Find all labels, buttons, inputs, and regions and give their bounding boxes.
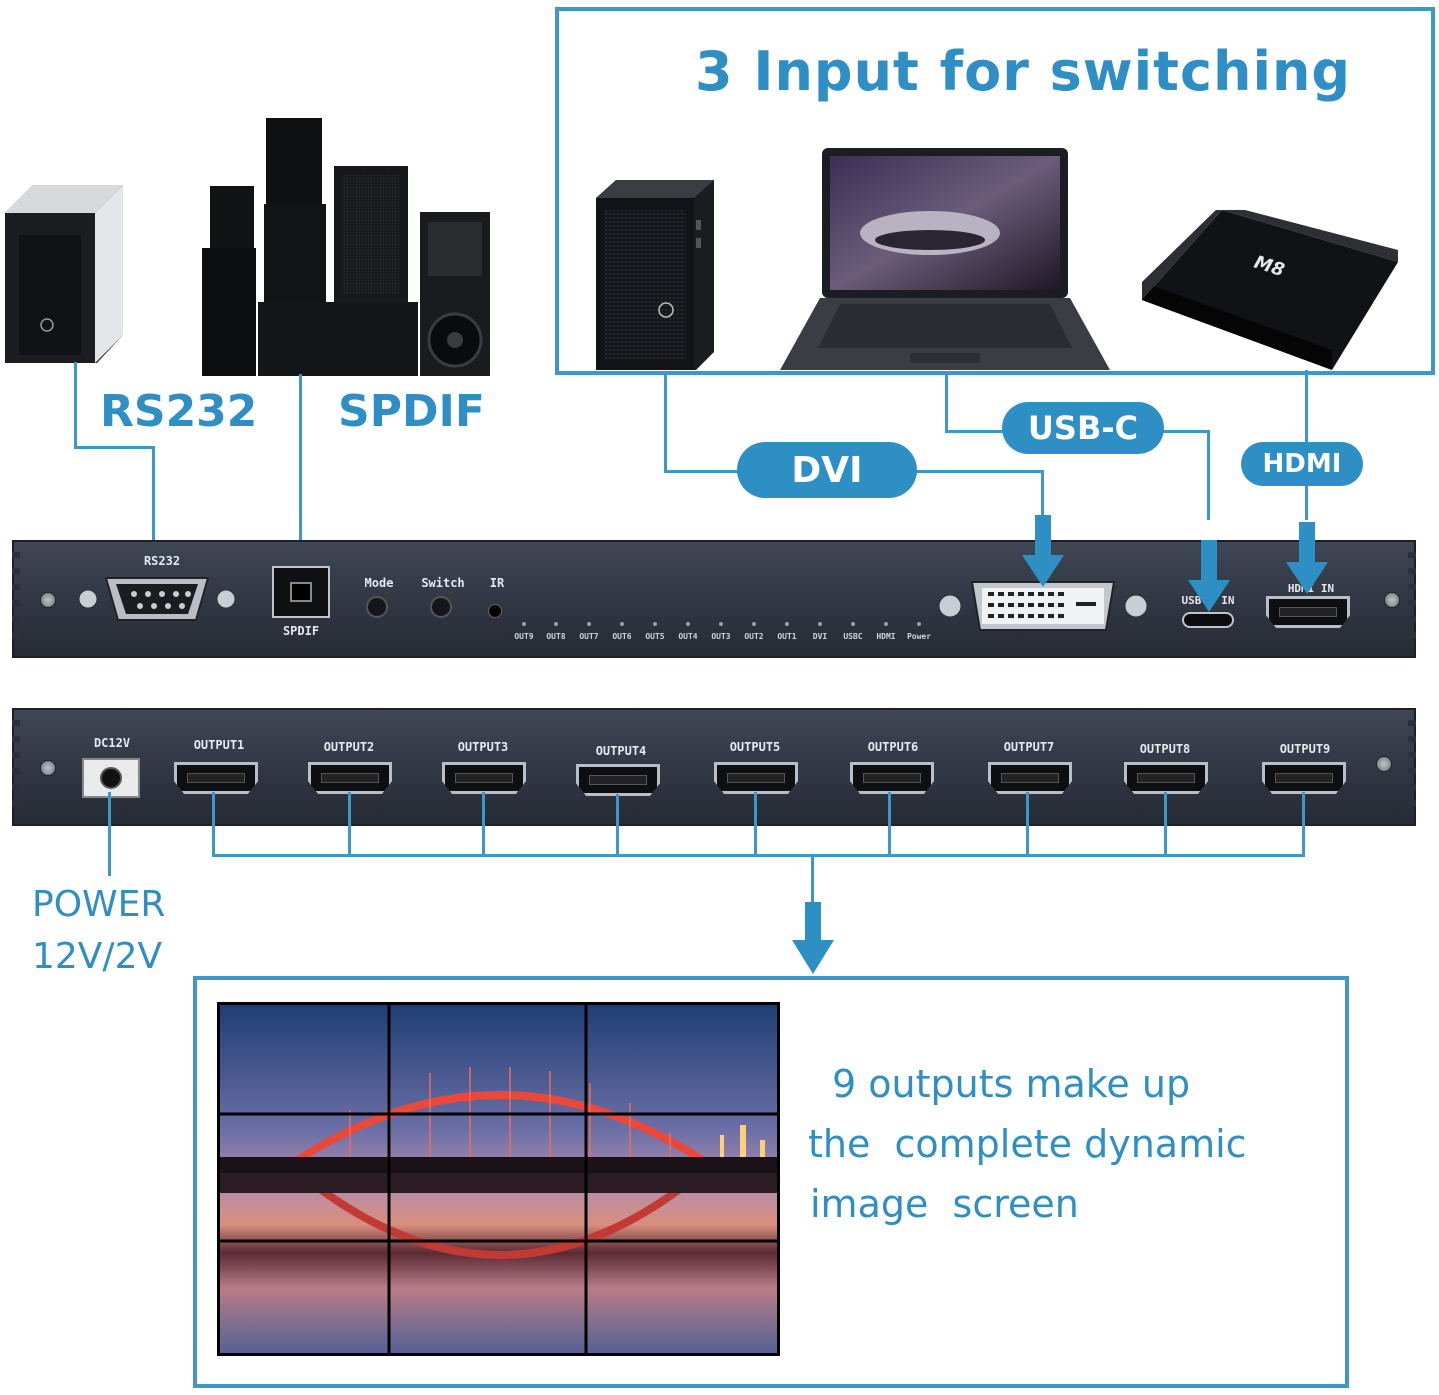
screw-icon xyxy=(40,592,56,608)
led-label: OUT9 xyxy=(514,632,534,641)
output-label: OUTPUT7 xyxy=(1003,740,1055,754)
power-label: POWER xyxy=(32,884,166,925)
output-label: OUTPUT5 xyxy=(729,740,781,754)
arrow-down-icon xyxy=(1022,515,1064,587)
usbc-pill: USB-C xyxy=(1002,402,1164,454)
hdmi-in-label: HDMI IN xyxy=(1287,582,1335,595)
speaker-system xyxy=(200,118,492,376)
led-label: OUT8 xyxy=(546,632,566,641)
hdmi-output-port[interactable] xyxy=(988,762,1072,794)
led-label: OUT2 xyxy=(744,632,764,641)
hdmi-output-port[interactable] xyxy=(442,762,526,794)
led-indicators: OUT9 OUT8 OUT7 OUT6 OUT5 OUT4 OUT3 OUT2 … xyxy=(510,622,944,648)
front-panel: RS232 SPDIF Mode Switch IR OUT9 xyxy=(12,540,1416,658)
switch-button[interactable] xyxy=(430,596,452,618)
hdmi-output-port[interactable] xyxy=(308,762,392,794)
dc-label: DC12V xyxy=(93,736,131,750)
mode-button[interactable] xyxy=(366,596,388,618)
screw-icon xyxy=(1376,756,1392,772)
rs232-port-label: RS232 xyxy=(143,554,181,568)
description-line-1: 9 outputs make up xyxy=(832,1062,1191,1106)
hdmi-output-port[interactable] xyxy=(850,762,934,794)
hdmi-output-port[interactable] xyxy=(576,764,660,796)
hdmi-output-port[interactable] xyxy=(1124,762,1208,794)
led-label: OUT6 xyxy=(612,632,632,641)
led-label: USBC xyxy=(843,632,863,641)
video-wall-image xyxy=(217,1002,780,1356)
led-label: HDMI xyxy=(876,632,896,641)
arrow-down-icon xyxy=(792,902,834,974)
rs232-port[interactable] xyxy=(76,572,238,626)
output-label: OUTPUT6 xyxy=(867,740,919,754)
hdmi-in-port[interactable] xyxy=(1266,596,1350,628)
output-label: OUTPUT4 xyxy=(595,744,647,758)
page-title: 3 Input for switching xyxy=(695,40,1352,103)
led-label: OUT1 xyxy=(777,632,797,641)
tv-box: M8 xyxy=(1142,204,1398,370)
dell-desktop-tower xyxy=(596,180,714,370)
led-label: OUT7 xyxy=(579,632,599,641)
spdif-port-label: SPDIF xyxy=(282,624,320,638)
hdmi-output-port[interactable] xyxy=(174,762,258,794)
ir-sensor xyxy=(488,604,502,618)
ir-label: IR xyxy=(489,576,505,590)
output-label: OUTPUT2 xyxy=(323,740,375,754)
hp-desktop-tower xyxy=(5,185,123,363)
output-label: OUTPUT3 xyxy=(457,740,509,754)
laptop xyxy=(780,148,1110,370)
video-wall-frame xyxy=(193,976,1349,1388)
arrow-down-icon xyxy=(1188,540,1230,612)
output-label: OUTPUT8 xyxy=(1139,742,1191,756)
usbc-port[interactable] xyxy=(1182,612,1234,628)
led-label: OUT3 xyxy=(711,632,731,641)
output-label: OUTPUT9 xyxy=(1279,742,1331,756)
screw-icon xyxy=(1384,592,1400,608)
rs232-label: RS232 xyxy=(100,386,258,437)
spdif-port[interactable] xyxy=(272,566,330,618)
back-panel: DC12V OUTPUT1 OUTPUT2 OUTPUT3 OUTPUT4 OU… xyxy=(12,708,1416,826)
output-label: OUTPUT1 xyxy=(193,738,245,752)
led-label: Power xyxy=(906,632,932,641)
dvi-port[interactable] xyxy=(936,578,1150,634)
mode-label: Mode xyxy=(364,576,394,590)
hdmi-pill: HDMI xyxy=(1241,442,1363,486)
power-spec-label: 12V/2V xyxy=(32,936,163,977)
dvi-pill: DVI xyxy=(737,442,917,498)
led-label: OUT4 xyxy=(678,632,698,641)
hdmi-output-port[interactable] xyxy=(714,762,798,794)
screw-icon xyxy=(40,760,56,776)
led-label: OUT5 xyxy=(645,632,665,641)
hdmi-output-port[interactable] xyxy=(1262,762,1346,794)
description-line-3: image screen xyxy=(810,1182,1079,1226)
led-label: DVI xyxy=(812,632,828,641)
switch-label: Switch xyxy=(421,576,465,590)
arrow-down-icon xyxy=(1286,522,1328,594)
dc-power-port[interactable] xyxy=(82,758,140,798)
description-line-2: the complete dynamic xyxy=(808,1122,1247,1166)
spdif-label: SPDIF xyxy=(338,386,485,437)
input-devices-frame xyxy=(555,7,1435,375)
